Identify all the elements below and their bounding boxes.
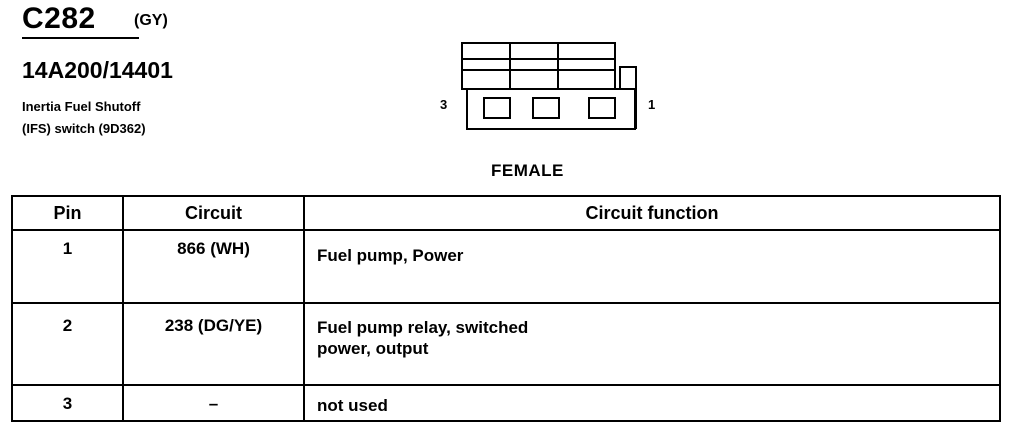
table-row: 3 – not used xyxy=(11,384,1001,422)
pin-number-right: 1 xyxy=(648,97,656,112)
function-value-line2: power, output xyxy=(317,339,429,358)
circuit-cell: 866 (WH) xyxy=(122,229,305,304)
pinout-table: Pin Circuit Circuit function 1 866 (WH) … xyxy=(11,195,1001,422)
function-cell: Fuel pump relay, switched power, output xyxy=(303,302,1001,386)
pin-value: 1 xyxy=(62,239,73,258)
table-row: 1 866 (WH) Fuel pump, Power xyxy=(11,229,1001,304)
connector-code-underline xyxy=(22,37,139,39)
pin-cell: 1 xyxy=(11,229,124,304)
pin-number-left: 3 xyxy=(440,97,448,112)
circuit-value: 238 (DG/YE) xyxy=(164,316,263,335)
function-cell: not used xyxy=(303,384,1001,422)
column-header-function: Circuit function xyxy=(303,195,1001,231)
connector-code: C282 xyxy=(22,2,96,35)
pin-cell: 2 xyxy=(11,302,124,386)
table-row: 2 238 (DG/YE) Fuel pump relay, switched … xyxy=(11,302,1001,386)
circuit-cell: – xyxy=(122,384,305,422)
part-number: 14A200/14401 xyxy=(22,57,173,83)
function-value-line1: Fuel pump relay, switched xyxy=(317,318,529,337)
latch-block xyxy=(461,42,616,90)
pin-cavity-2 xyxy=(532,97,560,119)
component-description-line1: Inertia Fuel Shutoff xyxy=(22,99,141,114)
pin-value: 2 xyxy=(62,316,73,335)
table-header-row: Pin Circuit Circuit function xyxy=(11,195,1001,231)
column-header-pin: Pin xyxy=(11,195,124,231)
pin-cell: 3 xyxy=(11,384,124,422)
connector-face-diagram xyxy=(461,42,637,130)
connector-color: (GY) xyxy=(134,12,168,29)
column-header-circuit: Circuit xyxy=(122,195,305,231)
pin-cavity-1 xyxy=(588,97,616,119)
connector-body xyxy=(466,88,636,130)
function-value-line1: Fuel pump, Power xyxy=(317,246,464,265)
component-description-line2: (IFS) switch (9D362) xyxy=(22,121,146,136)
connector-gender-label: FEMALE xyxy=(491,161,564,180)
circuit-cell: 238 (DG/YE) xyxy=(122,302,305,386)
connector-tab xyxy=(619,66,637,129)
pin-value: 3 xyxy=(62,394,73,413)
circuit-value: – xyxy=(208,394,219,413)
function-cell: Fuel pump, Power xyxy=(303,229,1001,304)
function-value-line1: not used xyxy=(317,396,388,415)
pin-cavity-3 xyxy=(483,97,511,119)
circuit-value: 866 (WH) xyxy=(177,239,250,258)
